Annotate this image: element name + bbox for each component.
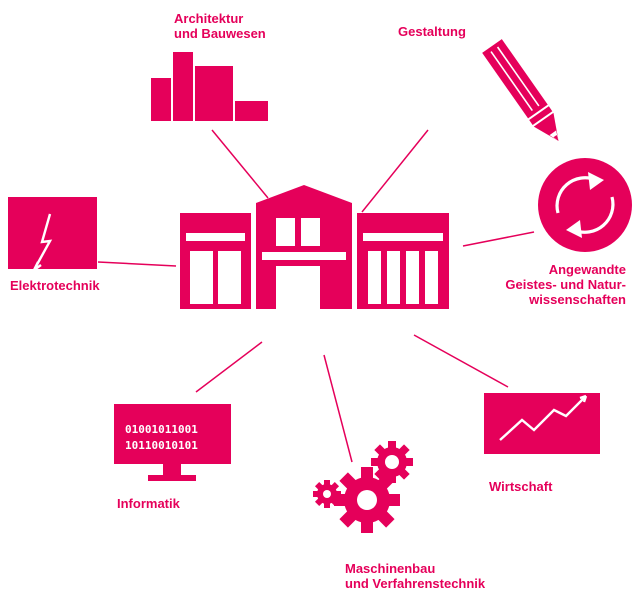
monitor-icon bbox=[114, 404, 231, 481]
recycle-arrows-icon bbox=[538, 158, 632, 252]
gears-icon bbox=[313, 441, 413, 533]
label-angewandte-line-3: wissenschaften bbox=[529, 292, 626, 307]
label-angewandte-line-1: Angewandte bbox=[548, 262, 626, 277]
monitor-screen-text: 01001011001 10110010101 bbox=[125, 422, 198, 454]
connector-gestaltung bbox=[361, 129, 429, 213]
trend-chart-icon bbox=[484, 393, 600, 454]
connector-elektrotechnik bbox=[97, 261, 177, 267]
connector-angewandte bbox=[462, 231, 535, 247]
label-angewandte-line-2: Geistes- und Natur- bbox=[505, 277, 626, 292]
lightning-bolt-icon bbox=[8, 197, 97, 271]
label-informatik[interactable]: Informatik bbox=[117, 496, 180, 511]
connector-informatik bbox=[195, 341, 263, 393]
label-maschinenbau[interactable]: Maschinenbau und Verfahrenstechnik bbox=[345, 561, 485, 591]
monitor-screen-line-2: 10110010101 bbox=[125, 439, 198, 452]
label-maschinenbau-line-1: Maschinenbau bbox=[345, 561, 436, 576]
label-gestaltung[interactable]: Gestaltung bbox=[398, 24, 466, 39]
label-architektur-line-2: und Bauwesen bbox=[174, 26, 266, 41]
label-architektur-line-1: Architektur bbox=[174, 11, 244, 26]
connector-architektur bbox=[211, 129, 269, 199]
connector-wirtschaft bbox=[413, 334, 509, 388]
bar-chart-building-icon bbox=[151, 52, 268, 121]
label-maschinenbau-line-2: und Verfahrenstechnik bbox=[345, 576, 486, 591]
label-architektur[interactable]: Architektur und Bauwesen bbox=[174, 11, 266, 41]
connector-maschinenbau bbox=[323, 354, 353, 463]
label-elektrotechnik[interactable]: Elektrotechnik bbox=[10, 278, 100, 293]
label-wirtschaft[interactable]: Wirtschaft bbox=[489, 479, 553, 494]
pencil-icon bbox=[482, 39, 559, 142]
monitor-screen-line-1: 01001011001 bbox=[125, 423, 198, 436]
label-angewandte[interactable]: Angewandte Geistes- und Natur- wissensch… bbox=[505, 262, 626, 307]
university-building-icon bbox=[180, 185, 449, 309]
